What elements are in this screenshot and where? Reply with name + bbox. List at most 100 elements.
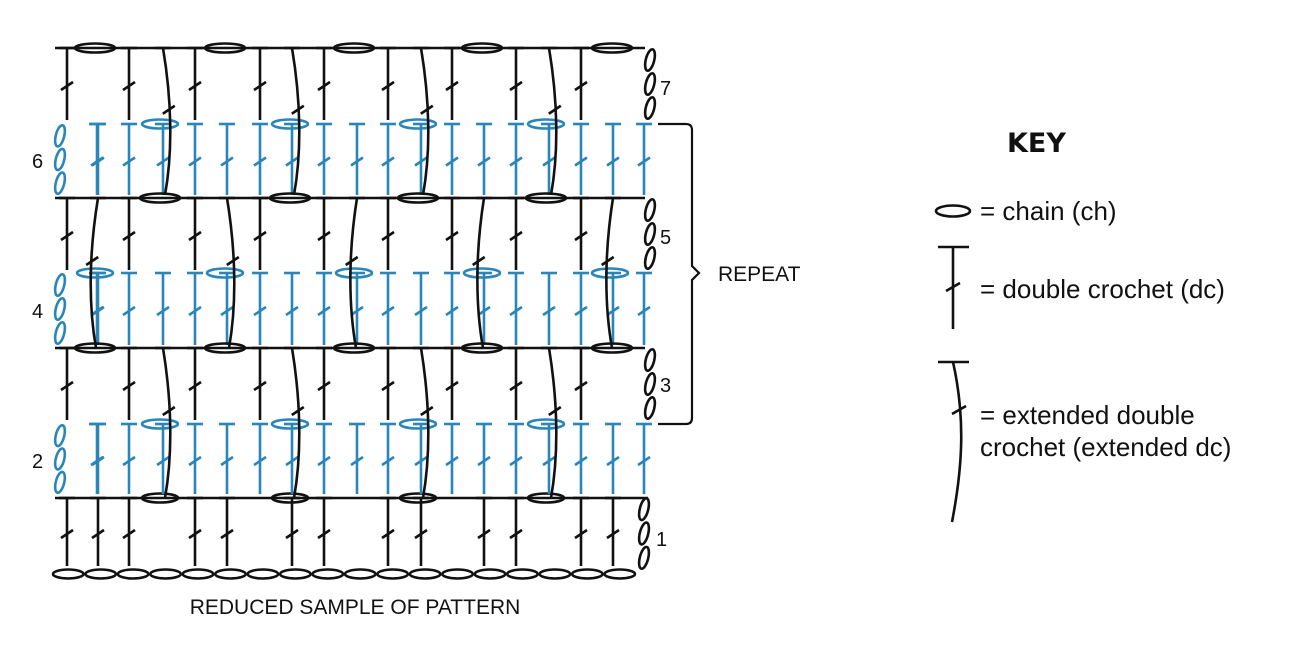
dc-stitch-bar <box>317 80 331 92</box>
dc-stitch-bar <box>381 80 395 92</box>
dc-stitch-bar <box>91 305 105 317</box>
dc-stitch-bar <box>122 156 136 167</box>
dc-stitch-bar <box>445 455 459 467</box>
chain-stitch-icon <box>84 568 118 580</box>
dc-stitch-bar <box>91 156 105 167</box>
chain-stitch-icon <box>270 418 310 430</box>
extended-dc-stitch-bar <box>162 405 176 417</box>
turning-chain-icon <box>643 47 657 73</box>
dc-stitch-bar <box>253 156 267 167</box>
extended-double-crochet-icon <box>938 360 969 523</box>
dc-stitch-bar <box>381 455 395 467</box>
chain-icon <box>934 204 972 218</box>
row-label-6: 6 <box>32 151 43 173</box>
chain-stitch-icon <box>116 568 150 580</box>
chain-stitch-icon <box>398 118 438 130</box>
row-label-5: 5 <box>660 227 671 249</box>
dc-stitch-bar <box>574 455 588 467</box>
dc-stitch-bar <box>445 380 459 392</box>
dc-stitch-bar <box>606 528 620 540</box>
chain-stitch-icon <box>311 568 345 580</box>
chain-stitch-icon <box>396 192 440 204</box>
dc-stitch-bar <box>285 455 299 467</box>
chain-stitch-icon <box>75 267 115 279</box>
extended-dc-stitch-bar <box>471 255 486 267</box>
dc-stitch-bar <box>317 528 331 540</box>
dc-stitch-bar <box>574 156 588 167</box>
dc-stitch-bar <box>509 528 523 540</box>
dc-stitch-bar <box>122 380 136 392</box>
chain-stitch-icon <box>140 118 180 130</box>
chain-stitch-icon <box>505 568 539 580</box>
chain-stitch-icon <box>149 568 183 580</box>
chain-stitch-icon <box>181 568 215 580</box>
extended-dc-stitch-post <box>89 197 100 349</box>
chain-stitch-icon <box>138 192 182 204</box>
chart-caption: REDUCED SAMPLE OF PATTERN <box>190 596 521 619</box>
dc-stitch-bar <box>350 305 364 317</box>
chain-stitch-icon <box>246 568 280 580</box>
turning-chain-icon <box>643 245 657 271</box>
dc-stitch-bar <box>381 380 395 392</box>
dc-stitch-bar <box>381 156 395 167</box>
dc-stitch-bar <box>574 380 588 392</box>
chain-stitch-icon <box>278 568 312 580</box>
chain-stitch-icon <box>376 568 410 580</box>
dc-stitch-bar <box>606 156 620 167</box>
dc-stitch-bar <box>542 156 556 167</box>
turning-chain-icon <box>53 296 67 322</box>
turning-chain-icon <box>637 545 651 571</box>
dc-stitch-bar <box>477 305 491 317</box>
dc-stitch-bar <box>156 156 170 167</box>
turning-chain-icon <box>53 470 67 495</box>
extended-dc-stitch-post <box>419 47 430 196</box>
dc-stitch-bar <box>285 305 299 317</box>
dc-stitch-bar <box>253 455 267 467</box>
row-label-2: 2 <box>32 451 43 473</box>
extended-dc-stitch-bar <box>85 255 99 267</box>
dc-stitch-bar <box>60 380 74 392</box>
dc-stitch-bar <box>122 455 136 467</box>
dc-stitch-bar <box>574 230 588 242</box>
chain-stitch-icon <box>270 118 310 130</box>
extended-dc-stitch-post <box>419 347 430 499</box>
dc-stitch-bar <box>542 455 556 467</box>
extended-dc-stitch-bar <box>162 104 176 115</box>
key-extended-dc-label-line2: crochet (extended dc) <box>980 432 1231 462</box>
extended-dc-stitch-post <box>547 347 558 499</box>
dc-stitch-bar <box>253 80 267 92</box>
row-label-7: 7 <box>660 78 671 100</box>
chain-stitch-icon <box>590 42 634 54</box>
extended-dc-stitch-bar <box>420 104 434 115</box>
turning-chain-icon <box>53 447 67 471</box>
dc-stitch-bar <box>285 156 299 167</box>
dc-stitch-bar <box>122 80 136 92</box>
chain-stitch-icon <box>51 568 85 580</box>
dc-stitch-bar <box>637 156 651 167</box>
dc-stitch-bar <box>445 230 459 242</box>
dc-stitch-bar <box>574 80 588 92</box>
extended-dc-stitch-post <box>476 197 486 349</box>
dc-stitch-bar <box>414 528 428 540</box>
dc-stitch-bar <box>188 455 202 467</box>
dc-stitch-bar <box>317 455 331 467</box>
dc-stitch-bar <box>60 230 74 242</box>
turning-chain-icon <box>53 147 67 172</box>
dc-stitch-bar <box>188 80 202 92</box>
dc-stitch-bar <box>220 455 234 467</box>
chain-stitch-icon <box>268 192 312 204</box>
chain-stitch-icon <box>332 42 376 54</box>
extended-dc-stitch-post <box>605 197 615 349</box>
chain-stitch-icon <box>270 492 310 504</box>
chain-stitch-icon <box>334 267 374 279</box>
dc-stitch-bar <box>122 305 136 317</box>
dc-stitch-bar <box>60 80 74 92</box>
extended-dc-stitch-bar <box>548 405 562 417</box>
extended-dc-stitch-bar <box>291 405 305 417</box>
repeat-label: REPEAT <box>718 263 801 286</box>
extended-dc-stitch-post <box>547 47 558 196</box>
dc-stitch-bar <box>220 528 234 540</box>
chain-stitch-icon <box>462 267 502 279</box>
extended-dc-stitch-post <box>349 197 359 349</box>
